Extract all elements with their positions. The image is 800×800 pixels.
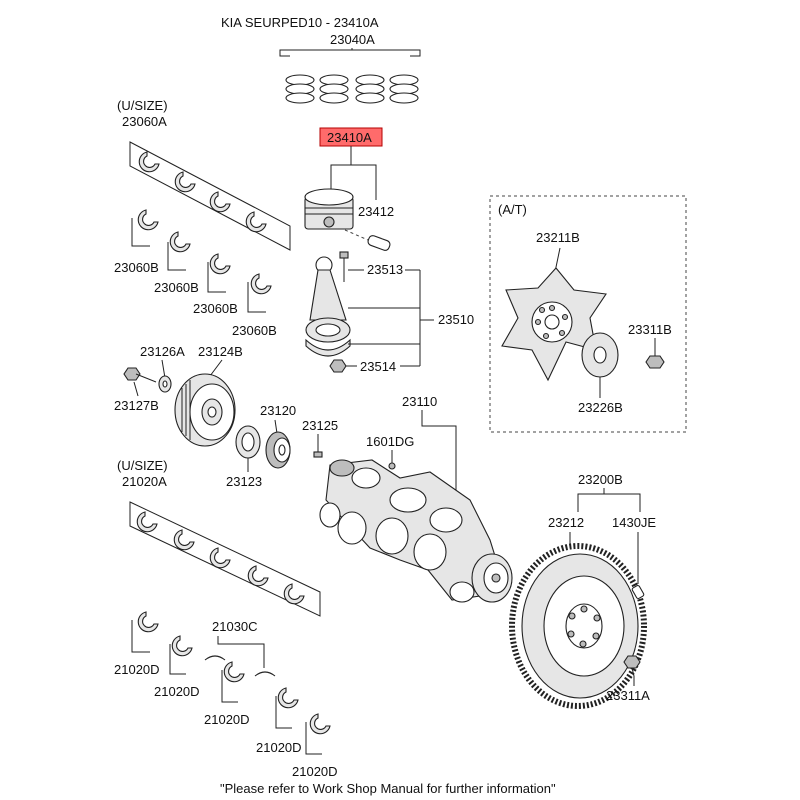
diagram-title: KIA SEURPED10 - 23410A	[221, 15, 379, 30]
footer-note: "Please refer to Work Shop Manual for fu…	[220, 781, 556, 796]
conrod-bearing-b1[interactable]	[131, 209, 159, 247]
pulley-washer[interactable]	[158, 375, 172, 393]
piston[interactable]	[304, 188, 354, 230]
label-23060A[interactable]: 23060A	[122, 114, 167, 129]
label-21020A[interactable]: 21020A	[122, 474, 167, 489]
label-21020D-4[interactable]: 21020D	[256, 740, 302, 755]
bracket-21020A	[129, 501, 321, 617]
conrod-bearing-upper-set[interactable]	[138, 151, 267, 233]
conrod-bearing-b2[interactable]	[167, 231, 191, 271]
label-undersize-1[interactable]: (U/SIZE)	[117, 98, 168, 113]
crank-sprocket[interactable]	[265, 431, 291, 469]
label-23060B-3[interactable]: 23060B	[193, 301, 238, 316]
label-21030C[interactable]: 21030C	[212, 619, 258, 634]
label-23126A[interactable]: 23126A	[140, 344, 185, 359]
dowel-pin[interactable]	[631, 584, 645, 600]
pulley-bolt[interactable]	[123, 367, 157, 383]
label-23123[interactable]: 23123	[226, 474, 262, 489]
label-1601DG[interactable]: 1601DG	[366, 434, 414, 449]
conrod-nut[interactable]	[329, 359, 347, 373]
oil-seal[interactable]	[235, 425, 261, 459]
main-bearing-d3[interactable]	[221, 661, 245, 703]
main-bearing-d1[interactable]	[131, 611, 159, 653]
piston-ring-set[interactable]	[285, 74, 419, 104]
main-bearing-upper-set[interactable]	[136, 511, 305, 605]
label-23311A[interactable]: 23311A	[606, 688, 650, 703]
flywheel[interactable]	[509, 543, 647, 709]
label-23124B[interactable]: 23124B	[198, 344, 243, 359]
crank-key[interactable]	[313, 451, 323, 458]
label-21020D-1[interactable]: 21020D	[114, 662, 160, 677]
label-23226B[interactable]: 23226B	[578, 400, 623, 415]
main-bearing-d4[interactable]	[275, 687, 299, 729]
label-23311B[interactable]: 23311B	[628, 322, 672, 337]
conrod-bolt[interactable]	[339, 251, 349, 282]
label-23412[interactable]: 23412	[358, 204, 394, 219]
label-23510[interactable]: 23510	[438, 312, 474, 327]
bracket-23040A	[279, 49, 421, 57]
label-at[interactable]: (A/T)	[498, 202, 527, 217]
damper-pulley[interactable]	[174, 373, 236, 447]
drive-plate[interactable]	[501, 267, 607, 382]
connecting-rod[interactable]	[305, 256, 351, 357]
label-23120[interactable]: 23120	[260, 403, 296, 418]
label-23127B[interactable]: 23127B	[114, 398, 159, 413]
label-21020D-5[interactable]: 21020D	[292, 764, 338, 779]
label-23513[interactable]: 23513	[367, 262, 403, 277]
label-23410A[interactable]: 23410A	[327, 130, 372, 145]
piston-pin[interactable]	[367, 235, 391, 252]
label-23514[interactable]: 23514	[360, 359, 396, 374]
conrod-bearing-b3[interactable]	[207, 253, 231, 293]
label-23060B-2[interactable]: 23060B	[154, 280, 199, 295]
conrod-bearing-b4[interactable]	[247, 273, 272, 313]
label-1430JE[interactable]: 1430JE	[612, 515, 656, 530]
label-23200B[interactable]: 23200B	[578, 472, 623, 487]
thrust-bearing[interactable]	[204, 655, 276, 677]
drive-plate-adapter[interactable]	[581, 332, 619, 378]
label-23060B-1[interactable]: 23060B	[114, 260, 159, 275]
label-undersize-2[interactable]: (U/SIZE)	[117, 458, 168, 473]
bracket-23060A	[129, 141, 291, 251]
at-group-box	[489, 195, 687, 433]
label-23110[interactable]: 23110	[402, 394, 437, 409]
crankshaft[interactable]	[319, 459, 513, 603]
flywheel-bolt[interactable]	[623, 655, 641, 677]
main-bearing-d2[interactable]	[169, 635, 193, 675]
label-21020D-3[interactable]: 21020D	[204, 712, 250, 727]
label-21020D-2[interactable]: 21020D	[154, 684, 200, 699]
label-23060B-4[interactable]: 23060B	[232, 323, 277, 338]
label-23211B[interactable]: 23211B	[536, 230, 580, 245]
label-23212[interactable]: 23212	[548, 515, 584, 530]
main-bearing-d5[interactable]	[305, 713, 331, 755]
label-23125[interactable]: 23125	[302, 418, 338, 433]
drive-plate-bolt[interactable]	[645, 348, 665, 369]
label-23040A[interactable]: 23040A	[330, 32, 375, 47]
